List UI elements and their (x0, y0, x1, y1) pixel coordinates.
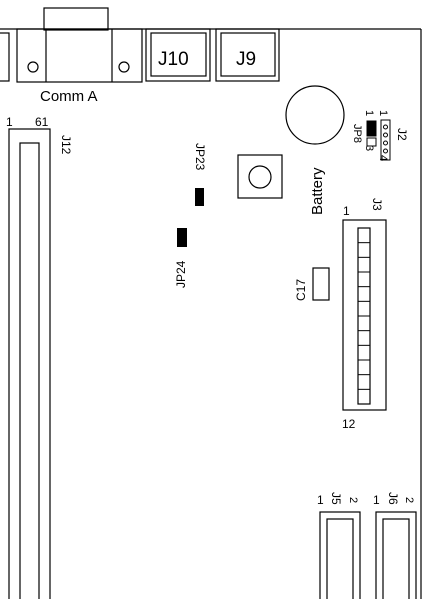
jp8-pin1-label: 1 (363, 110, 375, 116)
j6-label: J6 (386, 492, 400, 505)
j9-label: J9 (236, 49, 256, 70)
j2-label: J2 (395, 128, 409, 141)
j10-connector (145, 28, 211, 82)
jp8-pin3-label: 3 (363, 145, 375, 151)
mount-hole-icon (118, 61, 130, 73)
jp8-label: JP8 (351, 124, 363, 143)
c17-label: C17 (294, 279, 308, 301)
j6-pin1-label: 1 (373, 493, 380, 507)
battery-label: Battery (309, 167, 326, 215)
j9-connector (215, 28, 280, 82)
j10-label: J10 (158, 49, 189, 70)
j2-pin4-label: 4 (377, 155, 389, 161)
j5-pin1-label: 1 (317, 493, 324, 507)
c17-capacitor (312, 267, 330, 301)
jp24-label: JP24 (174, 260, 188, 288)
battery-cell (285, 85, 345, 145)
jp24-jumper (177, 228, 187, 247)
j6-pin2-label: 2 (403, 497, 415, 503)
j12-pin61-label: 61 (35, 115, 49, 129)
j12-slot (8, 128, 51, 599)
mount-hole-icon (27, 61, 39, 73)
jp23-label: JP23 (193, 143, 207, 171)
j2-header (380, 119, 391, 161)
j3-pin-dividers (358, 242, 370, 390)
j2-pin1-label: 1 (377, 110, 389, 116)
j3-header (342, 219, 387, 411)
j3-pin1-label: 1 (343, 204, 350, 218)
j3-pin12-label: 12 (342, 417, 356, 431)
j5-pin2-label: 2 (347, 497, 359, 503)
j12-label: J12 (59, 135, 73, 155)
j3-label: J3 (370, 198, 384, 211)
j12-pin1-label: 1 (6, 115, 13, 129)
jp23-jumper (195, 188, 204, 206)
j5-label: J5 (329, 492, 343, 505)
square-component (237, 154, 283, 199)
j6-connector (375, 511, 417, 599)
comm-a-label: Comm A (40, 88, 98, 105)
j5-connector (319, 511, 361, 599)
left-edge-connector (0, 32, 10, 82)
jp8-jumper (366, 120, 377, 147)
comm-a-connector (16, 7, 143, 83)
